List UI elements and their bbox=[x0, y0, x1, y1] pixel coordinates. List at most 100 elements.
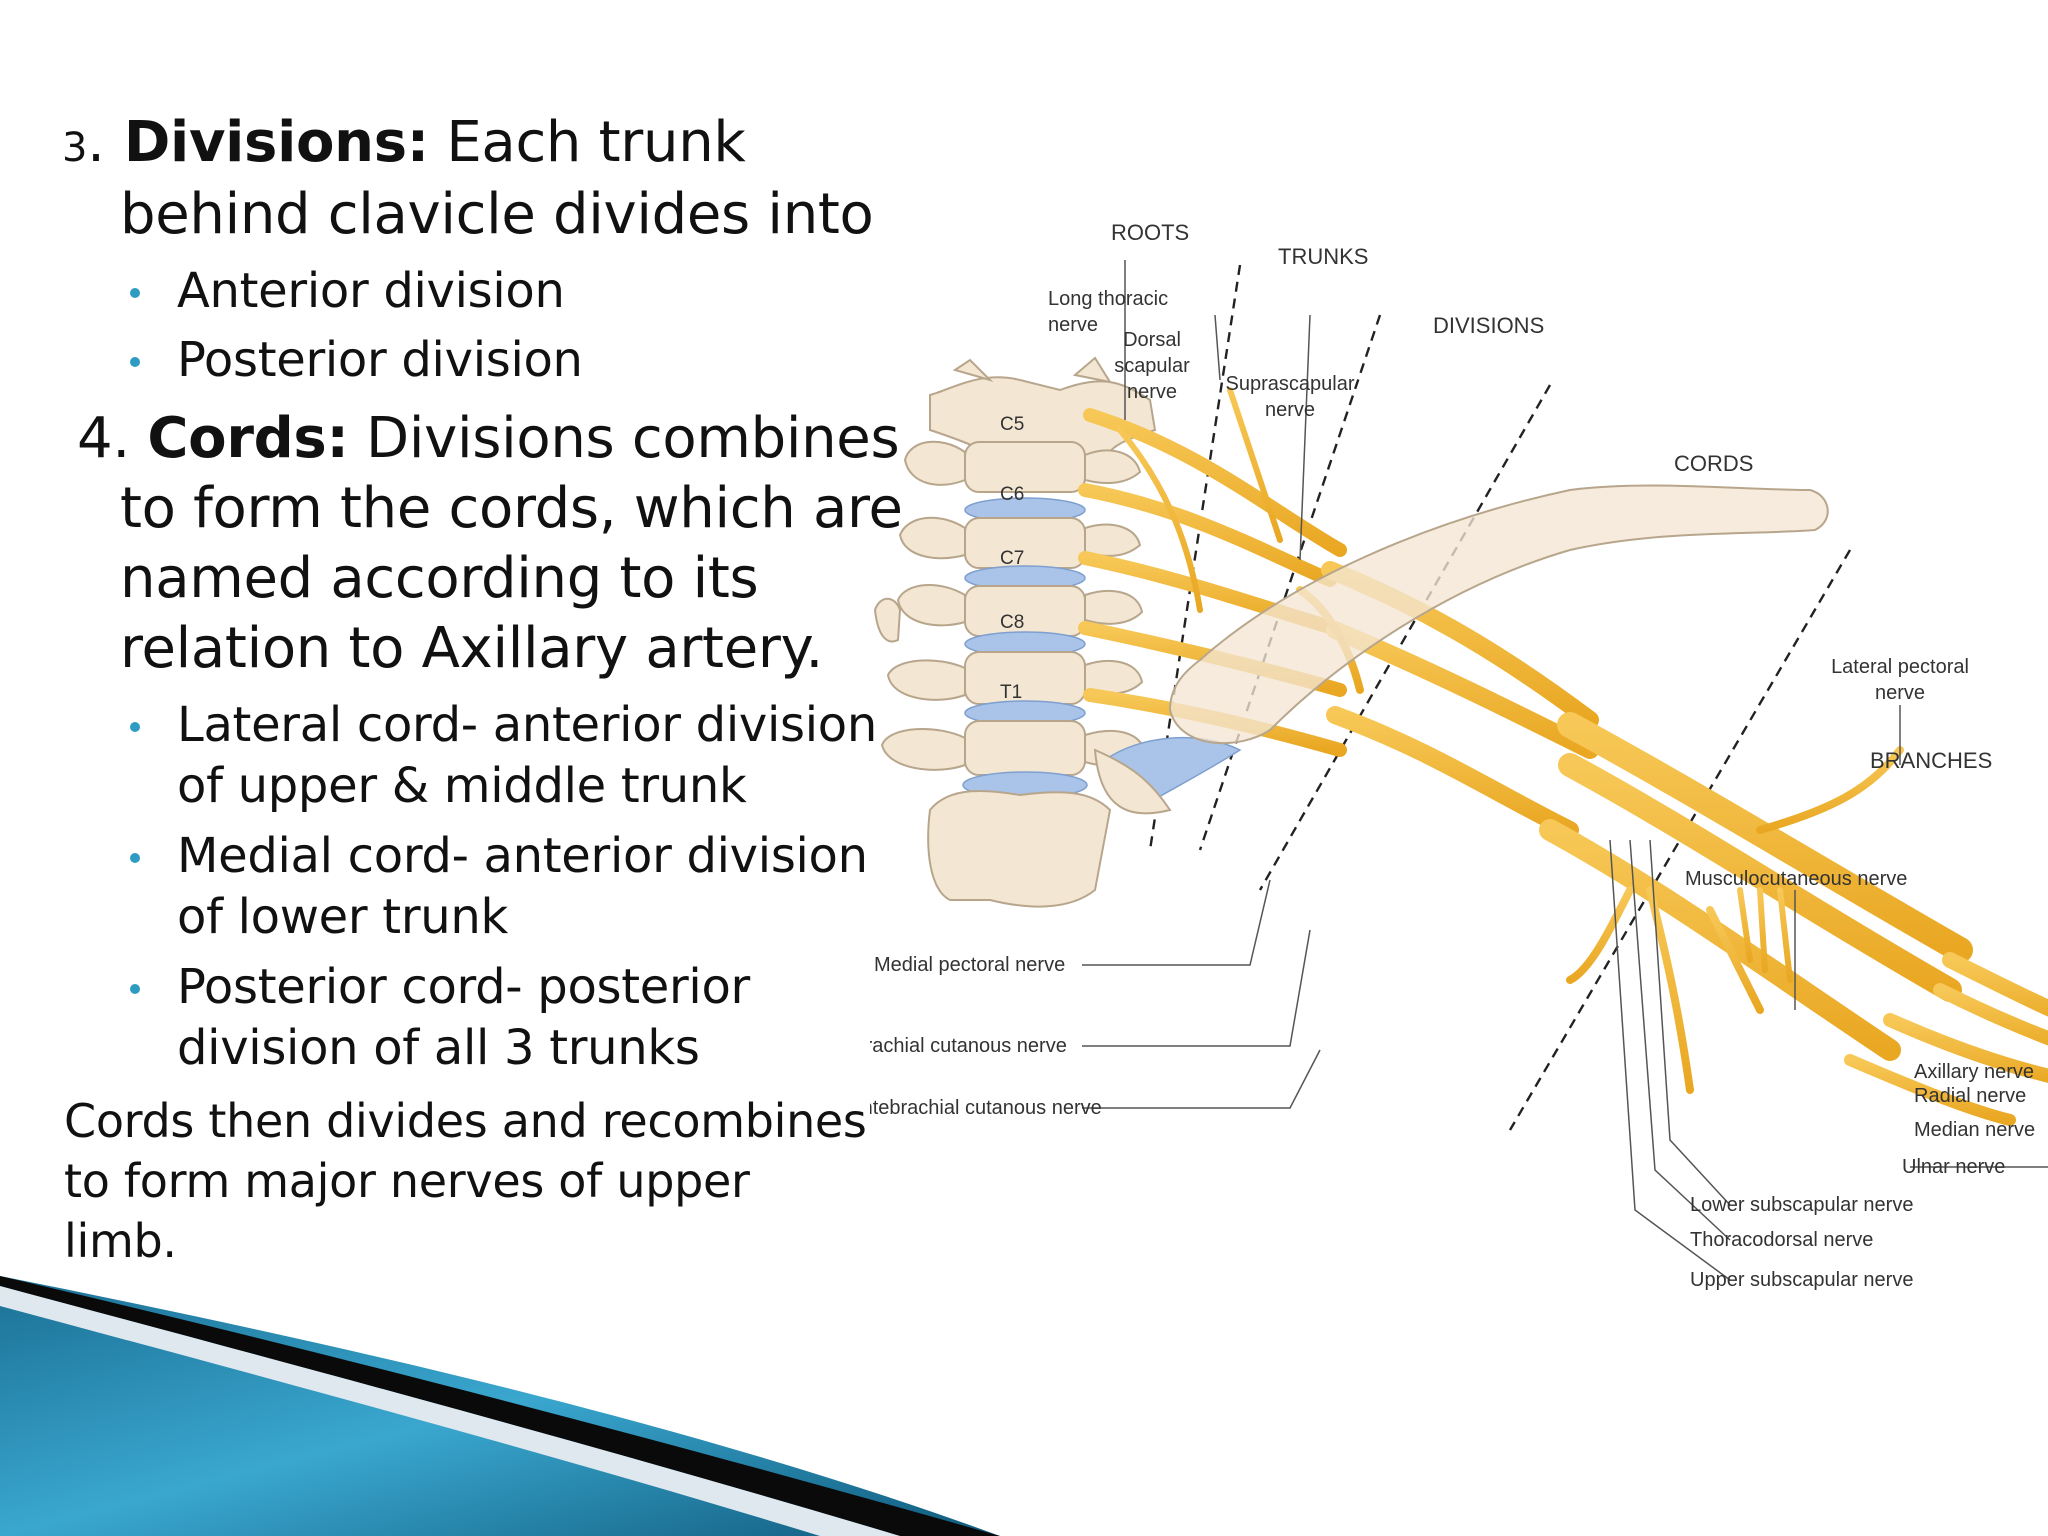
axillary-nerve bbox=[1942, 952, 2048, 1017]
label-long-thoracic-2: nerve bbox=[1048, 314, 1098, 336]
posterior-cord bbox=[1558, 753, 1962, 1002]
zone-label-branches: BRANCHES bbox=[1870, 748, 1992, 773]
lateral-cord-line2: of upper & middle trunk bbox=[177, 758, 747, 814]
leader-medial-pectoral bbox=[1082, 879, 1271, 966]
vertebra-label-t1: T1 bbox=[1000, 682, 1022, 703]
point-4-line3: named according to its bbox=[120, 546, 759, 611]
vertebra-c6 bbox=[964, 517, 1086, 569]
bullet-dot bbox=[130, 357, 140, 367]
thoracodorsal-branch bbox=[1757, 887, 1768, 973]
point-4-line4: relation to Axillary artery. bbox=[120, 616, 823, 681]
vertebra-label-c6: C6 bbox=[1000, 484, 1024, 505]
first-rib bbox=[1093, 748, 1172, 815]
bullet-dot bbox=[130, 288, 140, 298]
label-dorsal-scapular-2: scapular bbox=[1114, 355, 1190, 377]
vertebra-c7 bbox=[964, 585, 1086, 637]
transverse-process bbox=[898, 516, 966, 560]
transverse-process bbox=[880, 728, 966, 771]
closing-line2: to form major nerves of upper bbox=[64, 1154, 750, 1208]
zone-label-roots: ROOTS bbox=[1111, 220, 1189, 245]
wave-light-stripe bbox=[0, 1286, 900, 1536]
transverse-process bbox=[1084, 523, 1142, 557]
divisions-cords-divider bbox=[1258, 384, 1552, 891]
label-medial-antebrachial: Medial antebrachial cutanous nerve bbox=[870, 1097, 1102, 1119]
vertebra-label-c7: C7 bbox=[1000, 548, 1024, 569]
closing-line1: Cords then divides and recombines bbox=[64, 1094, 867, 1148]
point-4-line2: to form the cords, which are bbox=[120, 476, 903, 541]
medial-pectoral-nerve-branch bbox=[1566, 886, 1634, 984]
vertebra-t2 bbox=[927, 789, 1112, 908]
c5-root-nerve bbox=[1083, 408, 1347, 557]
brachial-plexus-diagram: ROOTS TRUNKS DIVISIONS CORDS BRANCHES C5… bbox=[870, 220, 2048, 1291]
transverse-process bbox=[873, 597, 902, 643]
medial-cord-line1: Medial cord- anterior division bbox=[177, 828, 868, 884]
label-lateral-pectoral-1: Lateral pectoral bbox=[1831, 656, 1969, 678]
vertebra-c8 bbox=[964, 651, 1086, 705]
label-medial-brachial: Medial brachial cutanous nerve bbox=[870, 1035, 1067, 1057]
leader-lower-subscapular bbox=[1649, 839, 1731, 1206]
label-medial-pectoral: Medial pectoral nerve bbox=[874, 954, 1065, 976]
label-median: Median nerve bbox=[1914, 1119, 2035, 1141]
label-thoracodorsal: Thoracodorsal nerve bbox=[1690, 1229, 1873, 1251]
text-panel: 3. Divisions: Each trunk behind clavicle… bbox=[0, 0, 903, 1300]
leader-medial-brachial bbox=[1082, 929, 1311, 1047]
subscapular-branch bbox=[1777, 887, 1793, 983]
long-thoracic-nerve-branch bbox=[1117, 427, 1203, 613]
lateral-pectoral-nerve-branch bbox=[1756, 746, 1904, 834]
label-lateral-pectoral-2: nerve bbox=[1875, 682, 1925, 704]
bullet-dot bbox=[130, 984, 140, 994]
bullet-dot bbox=[130, 722, 140, 732]
zone-label-divisions: DIVISIONS bbox=[1433, 313, 1544, 338]
label-long-thoracic-1: Long thoracic bbox=[1048, 288, 1168, 310]
posterior-cord-line1: Posterior cord- posterior bbox=[177, 959, 750, 1015]
label-dorsal-scapular-1: Dorsal bbox=[1123, 329, 1181, 351]
label-suprascapular-1: Suprascapular bbox=[1226, 373, 1355, 395]
leader-thoracodorsal bbox=[1629, 839, 1731, 1241]
vertebra-c5 bbox=[964, 441, 1086, 493]
vertebra-c5-process bbox=[952, 358, 994, 383]
point-4-heading: 4. Cords: Divisions combines bbox=[77, 406, 900, 471]
decorative-corner-wave bbox=[0, 1276, 1000, 1536]
medial-brachial-nerve-branch bbox=[1706, 906, 1764, 1014]
lower-trunk bbox=[1326, 706, 1579, 839]
leader-upper-subscapular bbox=[1609, 839, 1731, 1281]
label-radial: Radial nerve bbox=[1914, 1085, 2026, 1107]
wave-black-stripe bbox=[0, 1276, 1000, 1536]
point-3-heading: 3. Divisions: Each trunk bbox=[62, 110, 746, 175]
leader-dorsal-scapular bbox=[1214, 314, 1221, 381]
bullet-posterior-division: Posterior division bbox=[177, 332, 583, 388]
transverse-process bbox=[896, 584, 966, 627]
bullet-dot bbox=[130, 853, 140, 863]
leader-suprascapular bbox=[1299, 314, 1311, 561]
nerve-network bbox=[1078, 387, 2048, 1126]
c6-root-nerve bbox=[1078, 483, 1337, 587]
transverse-process bbox=[886, 659, 966, 701]
label-axillary: Axillary nerve bbox=[1914, 1061, 2034, 1083]
zone-label-cords: CORDS bbox=[1674, 451, 1753, 476]
label-ulnar: Ulnar nerve bbox=[1902, 1156, 2005, 1178]
ulnar-nerve bbox=[1844, 1054, 2016, 1126]
median-nerve bbox=[1883, 1013, 2048, 1083]
transverse-process bbox=[1084, 449, 1142, 485]
transverse-process bbox=[903, 440, 966, 486]
medial-cord bbox=[1539, 819, 1901, 1061]
trunks-divisions-divider bbox=[1198, 314, 1382, 851]
label-musculocutaneous: Musculocutaneous nerve bbox=[1685, 868, 1907, 890]
vertebra-t1 bbox=[964, 720, 1086, 776]
vertebra-label-c8: C8 bbox=[1000, 612, 1024, 633]
label-upper-subscapular: Upper subscapular nerve bbox=[1690, 1269, 1913, 1291]
posterior-cord-line2: division of all 3 trunks bbox=[177, 1020, 700, 1076]
label-lower-subscapular: Lower subscapular nerve bbox=[1690, 1194, 1913, 1216]
lateral-cord-line1: Lateral cord- anterior division bbox=[177, 697, 877, 753]
radial-nerve bbox=[1933, 983, 2048, 1046]
label-dorsal-scapular-3: nerve bbox=[1127, 381, 1177, 403]
subscapular-branch bbox=[1737, 887, 1753, 963]
diagram-labels: ROOTS TRUNKS DIVISIONS CORDS BRANCHES C5… bbox=[870, 220, 2035, 1291]
closing-line3: limb. bbox=[64, 1214, 177, 1268]
zone-label-trunks: TRUNKS bbox=[1278, 244, 1368, 269]
clavicle bbox=[1168, 484, 1829, 745]
dorsal-scapular-nerve-branch bbox=[1227, 387, 1283, 543]
vertebral-column bbox=[873, 356, 1157, 908]
medial-cord-line2: of lower trunk bbox=[177, 889, 509, 945]
bullet-anterior-division: Anterior division bbox=[177, 263, 565, 319]
